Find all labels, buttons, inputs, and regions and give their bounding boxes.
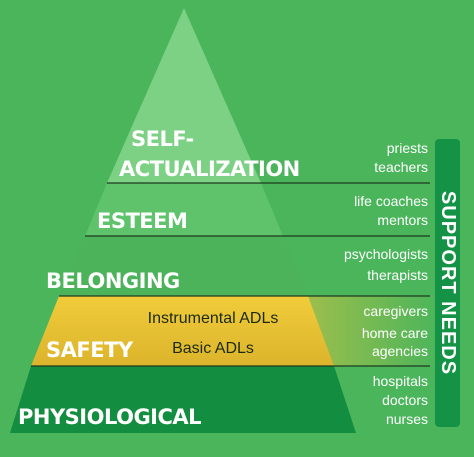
- level-esteem: ESTEEM: [97, 209, 187, 233]
- level-physiological: PHYSIOLOGICAL: [18, 405, 201, 429]
- safety-item-instrumental-adls: Instrumental ADLs: [148, 310, 279, 327]
- tier-safety: [31, 296, 334, 366]
- tier-physiological: [10, 366, 356, 433]
- tier-esteem: [85, 183, 283, 236]
- support-needs-title: SUPPORT NEEDS: [437, 191, 459, 375]
- support-need-item: psychologists: [344, 246, 428, 262]
- support-need-item: nurses: [386, 411, 428, 427]
- level-safety: SAFETY: [46, 338, 134, 362]
- safety-item-basic-adls: Basic ADLs: [172, 340, 254, 357]
- tier-belonging: [59, 236, 308, 296]
- support-need-item: therapists: [367, 267, 428, 283]
- support-need-item: doctors: [382, 392, 428, 408]
- level-self-actualization-line1: SELF-: [131, 127, 194, 151]
- support-need-item: teachers: [374, 159, 428, 175]
- support-need-item: hospitals: [373, 373, 428, 389]
- support-need-item: caregivers: [363, 303, 428, 319]
- support-need-item: priests: [387, 140, 428, 156]
- support-need-item: agencies: [372, 343, 428, 359]
- support-needs-bar: [435, 139, 460, 427]
- level-self-actualization-line2: ACTUALIZATION: [119, 157, 300, 181]
- support-needs-list: priests teachers life coaches mentors ps…: [344, 140, 428, 427]
- support-need-item: life coaches: [354, 193, 428, 209]
- support-need-item: mentors: [377, 212, 428, 228]
- tier-self-actualization: [107, 8, 261, 183]
- level-belonging: BELONGING: [46, 269, 180, 293]
- support-need-item: home care: [362, 325, 428, 341]
